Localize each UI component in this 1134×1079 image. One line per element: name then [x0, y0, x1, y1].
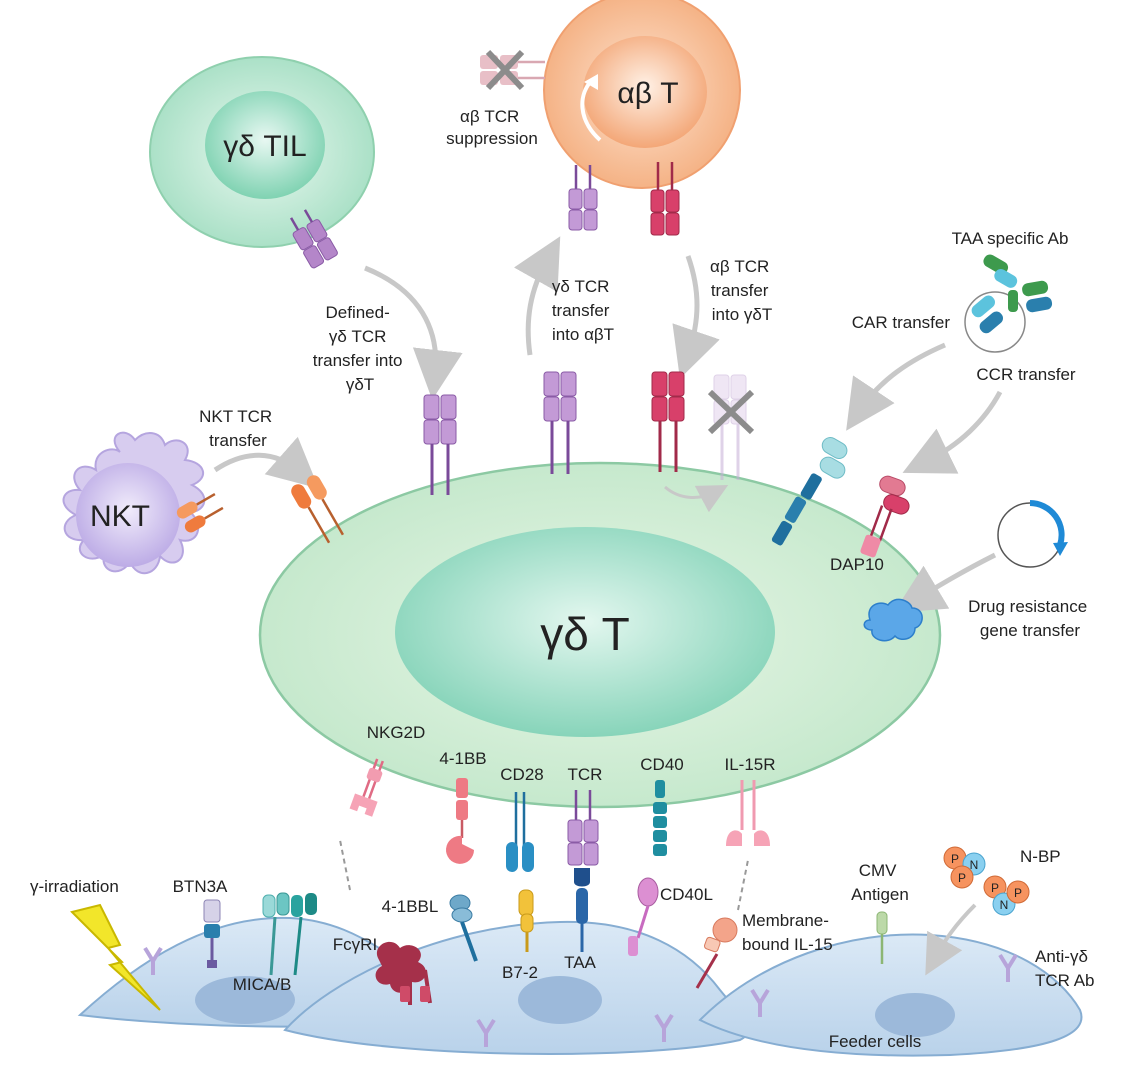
nkt-tcr-transfer-label: NKT TCR transfer: [199, 407, 277, 450]
gd-cell-nkt-tcr-icon: [291, 475, 345, 544]
ccr-transfer-label: CCR transfer: [976, 365, 1076, 384]
ab-tcr-suppression-label: αβ TCR suppression: [446, 107, 538, 148]
gd-t-cell-nucleus: [395, 527, 775, 737]
arrow-nkt-to-gd: [213, 436, 319, 489]
svg-text:P: P: [958, 871, 966, 885]
gd-cell-ab-tcr-icon: [651, 371, 685, 472]
ab-t-label: αβ T: [617, 77, 678, 110]
lightning-bolt-icon: [70, 903, 161, 1011]
cd40l-label: CD40L: [660, 885, 713, 904]
nkt-nucleus: [76, 463, 180, 567]
nkt-cell-nkt-tcr-icon: [176, 492, 224, 533]
car-receptor-icon: [771, 437, 848, 546]
cmv-antigen-icon: [876, 911, 888, 964]
ab-suppression-arrow-head: [584, 74, 598, 90]
cd40-receptor-icon: [653, 780, 667, 856]
nkt-label: NKT: [90, 500, 150, 533]
nkg2d-label: NKG2D: [367, 723, 426, 742]
il15-interaction-arrow: [737, 859, 749, 911]
replaced-tcr-x-icon: [707, 389, 755, 435]
svg-text:P: P: [991, 881, 999, 895]
il-15r-label: IL-15R: [724, 755, 775, 774]
gd-til-label: γδ TIL: [223, 130, 306, 163]
feeder-cells-group: [77, 916, 1083, 1057]
gd-cell-gd-tcr-icon: [543, 371, 577, 474]
taa-specific-ab-label: TAA specific Ab: [952, 229, 1069, 248]
ab-cell-gd-tcr-icon: [568, 165, 598, 231]
arrow-nbp-to-feeder: [925, 903, 977, 976]
n-bp-icon: P N P P N P: [943, 846, 1030, 916]
ab-cell-ab-tcr-icon: [650, 162, 680, 236]
4-1bbl-label: 4-1BBL: [382, 897, 439, 916]
til-gd-tcr-icon: [289, 209, 338, 269]
cd28-receptor-icon: [506, 792, 534, 872]
gd-tcr-into-ab-label: γδ TCR transfer into αβT: [552, 277, 614, 344]
cd28-label: CD28: [500, 765, 543, 784]
feeder-nucleus-right: [875, 993, 955, 1037]
nkg2d-mica-interaction-arrow: [339, 839, 351, 891]
feeder-cell-right: [698, 933, 1083, 1057]
anti-gd-tcr-antibody-icon: [143, 946, 1018, 1047]
taa-label: TAA: [564, 953, 596, 972]
cd40l-ligand-icon: [628, 877, 659, 956]
arrow-replace-tcr: [664, 484, 729, 513]
nkg2d-receptor-icon: [349, 758, 384, 817]
taa-specific-antibody-icon: [964, 254, 1053, 353]
arrow-drug-resistance: [893, 552, 997, 613]
gd-til-nucleus: [205, 91, 325, 199]
feeder-cells-label: Feeder cells: [829, 1032, 922, 1051]
fcgri-receptor-icon: [375, 941, 432, 1005]
gd-t-cell-label: γδ T: [540, 608, 629, 660]
car-transfer-label: CAR transfer: [852, 313, 951, 332]
bottom-gd-tcr-icon: [567, 790, 599, 866]
fcgri-label: FcγRI: [333, 935, 377, 954]
arrow-ab-to-gd: [672, 255, 720, 379]
feeder-nucleus-middle: [518, 976, 602, 1024]
svg-text:P: P: [1014, 886, 1022, 900]
ab-t-nucleus: [583, 36, 707, 148]
mica-b-ligand-icon: [262, 892, 317, 976]
gd-cell-defined-gd-tcr-icon: [423, 394, 457, 495]
drug-resistance-gene-blob-icon: [863, 598, 923, 642]
mica-b-label: MICA/B: [233, 975, 292, 994]
4-1bb-receptor-icon: [446, 778, 474, 864]
ccr-receptor-icon: [860, 475, 910, 558]
btn3a-ligand-icon: [203, 899, 221, 968]
svg-text:P: P: [951, 852, 959, 866]
cmv-antigen-label: CMV Antigen: [851, 861, 909, 904]
4-1bb-label: 4-1BB: [439, 749, 486, 768]
arrow-ccr-transfer: [902, 390, 1003, 474]
svg-text:N: N: [970, 858, 979, 872]
4-1bbl-ligand-icon: [449, 894, 478, 962]
b7-2-ligand-icon: [518, 889, 534, 952]
btn3a-label: BTN3A: [173, 877, 228, 896]
drug-resistance-label: Drug resistance gene transfer: [968, 597, 1092, 640]
defined-gd-tcr-transfer-label: Defined- γδ TCR transfer into γδT: [313, 303, 408, 394]
b7-2-label: B7-2: [502, 963, 538, 982]
anti-gd-tcr-ab-label: Anti-γδ TCR Ab: [1035, 947, 1095, 990]
plasmid-gene-arc: [1029, 500, 1065, 546]
cd40-label: CD40: [640, 755, 683, 774]
svg-text:N: N: [1000, 898, 1009, 912]
ab-tcr-into-gd-label: αβ TCR transfer into γδT: [710, 257, 774, 324]
taa-ligand-icon: [574, 868, 590, 952]
suppression-x-icon: [485, 49, 525, 91]
tcr-label: TCR: [568, 765, 603, 784]
membrane-bound-il-15-label: Membrane- bound IL-15: [742, 911, 834, 954]
gamma-irradiation-label: γ-irradiation: [30, 877, 119, 896]
n-bp-label: N-BP: [1020, 847, 1061, 866]
il-15r-receptor-icon: [726, 780, 770, 846]
arrow-gd-to-ab: [513, 236, 561, 356]
membrane-bound-il-15-icon: [695, 917, 738, 989]
dap10-label: DAP10: [830, 555, 884, 574]
feeder-nucleus-left: [195, 976, 295, 1024]
arrow-car-transfer: [846, 342, 946, 431]
arrow-til-to-gd: [364, 265, 463, 400]
plasmid-arrow-head: [1053, 542, 1068, 556]
